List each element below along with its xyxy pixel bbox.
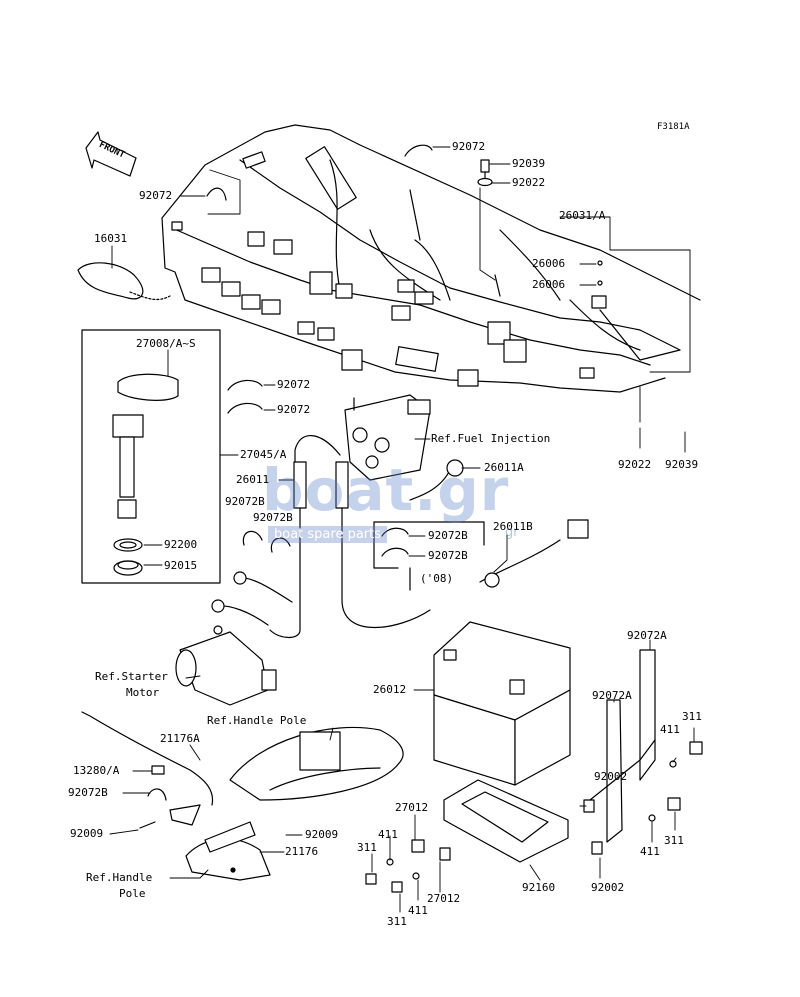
part-label: 92009 xyxy=(305,828,339,841)
part-label: 92072B xyxy=(253,511,293,524)
straps-92072a xyxy=(583,649,703,855)
watermark-logo: boat.gr xyxy=(262,456,510,524)
front-arrow-icon: FRONT xyxy=(85,131,137,177)
part-label: 21176A xyxy=(160,732,200,745)
part-label: 92072 xyxy=(139,189,173,202)
main-harness xyxy=(161,124,701,393)
starter-motor xyxy=(175,571,293,706)
part-label: 411 xyxy=(378,828,398,841)
year-label: ('08) xyxy=(420,572,454,585)
part-label: 13280/A xyxy=(73,764,120,777)
part-label: 92002 xyxy=(591,881,625,894)
part-label: 411 xyxy=(640,845,660,858)
part-label: 92072 xyxy=(452,140,486,153)
part-label: 92039 xyxy=(665,458,699,471)
part-label: 92072 xyxy=(277,378,311,391)
leader-lines xyxy=(109,146,695,913)
part-label: 311 xyxy=(682,710,702,723)
part-label: 27012 xyxy=(395,801,429,814)
part-label: 92039 xyxy=(512,157,546,170)
part-label: 26031/A xyxy=(559,209,606,222)
part-label: 92072B xyxy=(225,495,265,508)
harness-connectors xyxy=(171,151,607,387)
part-label: 311 xyxy=(357,841,377,854)
part-label: 92160 xyxy=(522,881,556,894)
part-label: 92002 xyxy=(594,770,628,783)
ref-label: Ref.Fuel Injection xyxy=(431,432,551,445)
part-label: 16031 xyxy=(94,232,128,245)
ref-label: Ref.Handle Pole xyxy=(207,714,307,727)
part-label: 21176 xyxy=(285,845,319,858)
wire-21176a xyxy=(81,711,214,829)
part-label: 92072B xyxy=(68,786,108,799)
watermark-subtitle: boat spare parts xyxy=(268,526,388,543)
part-label: 26012 xyxy=(373,683,407,696)
part-label: 92022 xyxy=(618,458,652,471)
clips-92072 xyxy=(227,379,291,553)
clamps-top xyxy=(206,144,603,286)
part-label: 27045/A xyxy=(240,448,287,461)
battery-tray xyxy=(443,779,569,863)
part-label: 26011B xyxy=(493,520,533,533)
ignition-group xyxy=(81,329,221,584)
part-label: 26006 xyxy=(532,257,566,270)
part-label: 411 xyxy=(660,723,680,736)
battery-26012 xyxy=(433,621,571,786)
part-label: 92072A xyxy=(627,629,667,642)
part-label: 92072 xyxy=(277,403,311,416)
part-label: 92009 xyxy=(70,827,104,840)
hardware-bottom xyxy=(365,839,451,893)
part-label: 92022 xyxy=(512,176,546,189)
part-label: 411 xyxy=(408,904,428,917)
ref-label: Pole xyxy=(119,887,146,900)
ref-label: Motor xyxy=(126,686,160,699)
cables-26011 xyxy=(269,435,589,639)
handle-pole xyxy=(185,726,404,881)
figure-code: F3181A xyxy=(657,122,690,132)
part-label: 26011 xyxy=(236,473,270,486)
part-label: 92200 xyxy=(164,538,198,551)
relay-box xyxy=(344,394,431,481)
part-label: 27012 xyxy=(427,892,461,905)
part-label: 92072B xyxy=(428,529,468,542)
part-label: 311 xyxy=(664,834,684,847)
part-label: 92015 xyxy=(164,559,198,572)
part-label: 26011A xyxy=(484,461,524,474)
part-label: 92072A xyxy=(592,689,632,702)
part-label: 92072B xyxy=(428,549,468,562)
pouch-16031 xyxy=(77,262,171,301)
watermark-suffix: gr xyxy=(505,525,519,540)
part-label: 26006 xyxy=(532,278,566,291)
bracket-08 xyxy=(373,521,485,591)
ref-label: Ref.Starter xyxy=(95,670,168,683)
part-label: 311 xyxy=(387,915,407,928)
ref-label: Ref.Handle xyxy=(86,871,153,884)
part-label: 27008/A~S xyxy=(136,337,196,350)
